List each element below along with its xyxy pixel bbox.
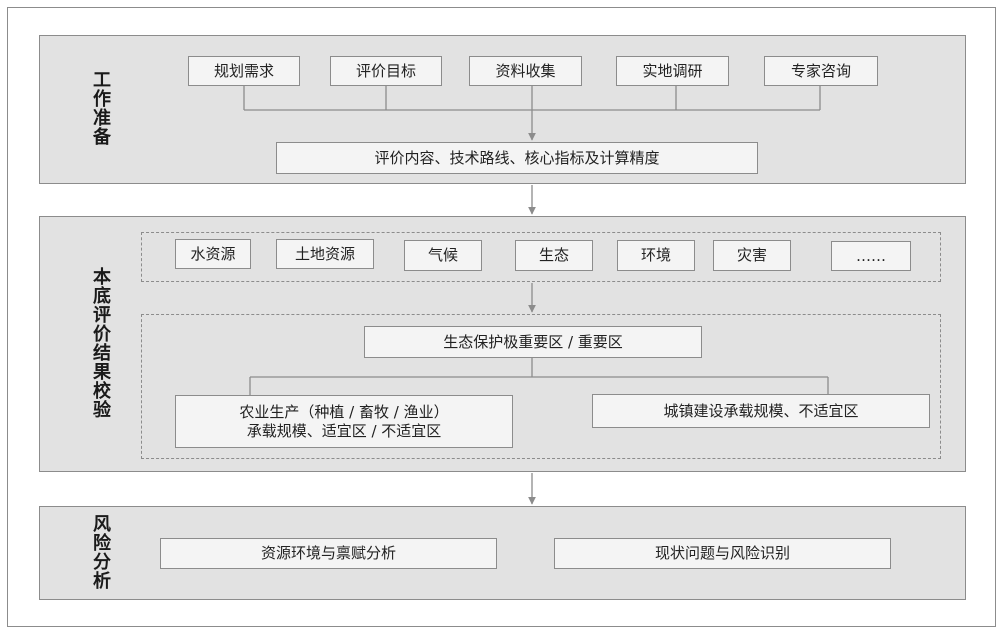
box-expert-consultation: 专家咨询 xyxy=(764,56,878,86)
box-environment: 环境 xyxy=(617,240,695,271)
section-title-work-preparation: 工作准备 xyxy=(93,70,111,148)
box-urban-construction: 城镇建设承载规模、不适宜区 xyxy=(592,394,930,428)
box-risk-identification: 现状问题与风险识别 xyxy=(554,538,891,569)
box-climate: 气候 xyxy=(404,240,482,271)
evaluation-group xyxy=(141,314,941,459)
resources-group xyxy=(141,232,941,282)
box-agricultural-production: 农业生产（种植 / 畜牧 / 渔业） 承载规模、适宜区 / 不适宜区 xyxy=(175,395,513,448)
box-evaluation-content: 评价内容、技术路线、核心指标及计算精度 xyxy=(276,142,758,174)
box-data-collection: 资料收集 xyxy=(469,56,582,86)
outer-frame xyxy=(7,7,996,627)
box-disaster: 灾害 xyxy=(713,240,791,271)
box-eco-protection-zone: 生态保护极重要区 / 重要区 xyxy=(364,326,702,358)
box-resource-endowment: 资源环境与禀赋分析 xyxy=(160,538,497,569)
box-field-survey: 实地调研 xyxy=(616,56,729,86)
box-ellipsis: …… xyxy=(831,241,911,271)
box-planning-needs: 规划需求 xyxy=(188,56,300,86)
box-evaluation-goal: 评价目标 xyxy=(330,56,442,86)
section-title-baseline-evaluation: 本底评价结果校验 xyxy=(93,267,111,421)
section-title-risk-analysis: 风险分析 xyxy=(93,514,111,592)
box-ecology: 生态 xyxy=(515,240,593,271)
box-water-resources: 水资源 xyxy=(175,239,251,269)
box-land-resources: 土地资源 xyxy=(276,239,374,269)
